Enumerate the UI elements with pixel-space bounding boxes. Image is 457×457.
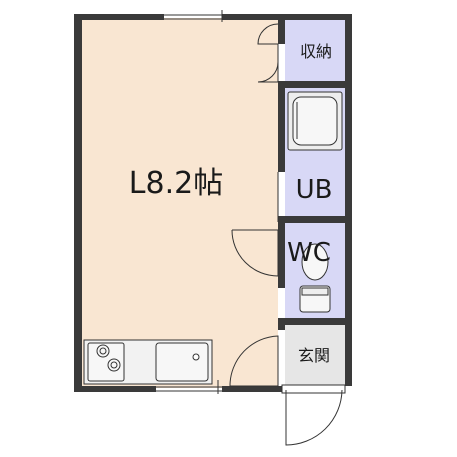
entrance-label: 玄関 — [298, 346, 330, 365]
stove-icon — [87, 342, 125, 382]
toilet-icon — [299, 243, 331, 313]
bath-label: UB — [296, 175, 333, 205]
top-window — [164, 10, 223, 22]
living-room-label: L8.2帖 — [129, 166, 223, 201]
toilet-door — [231, 229, 279, 277]
walls — [74, 14, 352, 392]
living-room-area — [80, 18, 278, 388]
bathtub-icon — [287, 91, 343, 151]
bottom-window — [156, 380, 222, 394]
storage-area — [285, 18, 345, 81]
storage-door — [257, 23, 279, 83]
entrance-area — [285, 325, 345, 385]
storage-label: 収納 — [300, 42, 332, 61]
entrance-outer-door — [281, 384, 346, 446]
toilet-label: WC — [287, 238, 331, 268]
entrance-inner-door — [229, 335, 279, 387]
